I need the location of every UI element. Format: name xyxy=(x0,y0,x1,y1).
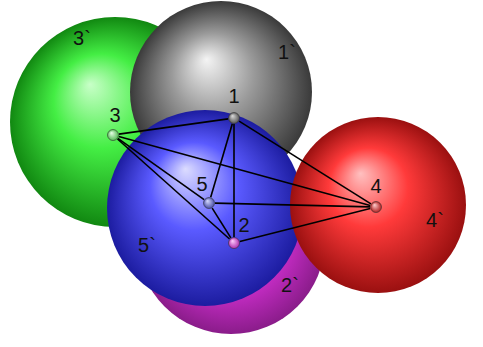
connector-line xyxy=(119,119,228,134)
point-label: 3 xyxy=(109,104,120,126)
sphere-fill xyxy=(290,117,466,293)
point-marker: 3 xyxy=(107,129,119,141)
connector-line xyxy=(240,208,370,241)
sphere-label: 2` xyxy=(281,274,299,296)
point-shape xyxy=(203,197,215,209)
sphere-label: 4` xyxy=(426,209,444,231)
point-marker: 4 xyxy=(370,201,382,213)
point-marker: 5 xyxy=(203,197,215,209)
sphere-shape xyxy=(107,110,303,306)
point-shape xyxy=(228,237,240,249)
point-shape xyxy=(107,129,119,141)
point-fill xyxy=(204,198,215,209)
point-label: 2 xyxy=(238,214,249,236)
connector-line xyxy=(215,203,370,207)
sphere-region: 5` 5 xyxy=(107,110,303,306)
point-fill xyxy=(229,113,240,124)
point-fill xyxy=(371,202,382,213)
point-shape xyxy=(370,201,382,213)
connector-line xyxy=(117,139,229,239)
connector-line xyxy=(211,124,233,197)
connector-line xyxy=(118,138,204,199)
sphere-label: 5` xyxy=(138,234,156,256)
point-shape xyxy=(228,112,240,124)
sphere-label: 3` xyxy=(73,27,91,49)
point-fill xyxy=(108,130,119,141)
point-label: 4 xyxy=(370,175,381,197)
connector-line xyxy=(119,137,370,206)
point-marker: 2 xyxy=(228,237,240,249)
point-label: 5 xyxy=(196,173,207,195)
sphere-region: 4` 4 xyxy=(290,117,466,293)
connector-line xyxy=(239,121,371,204)
point-marker: 1 xyxy=(228,112,240,124)
connector-line xyxy=(233,124,235,237)
sphere-label: 1` xyxy=(278,41,296,63)
point-fill xyxy=(229,238,240,249)
connector-line xyxy=(212,208,231,238)
point-label: 1 xyxy=(228,85,239,107)
sphere-fill xyxy=(107,110,303,306)
